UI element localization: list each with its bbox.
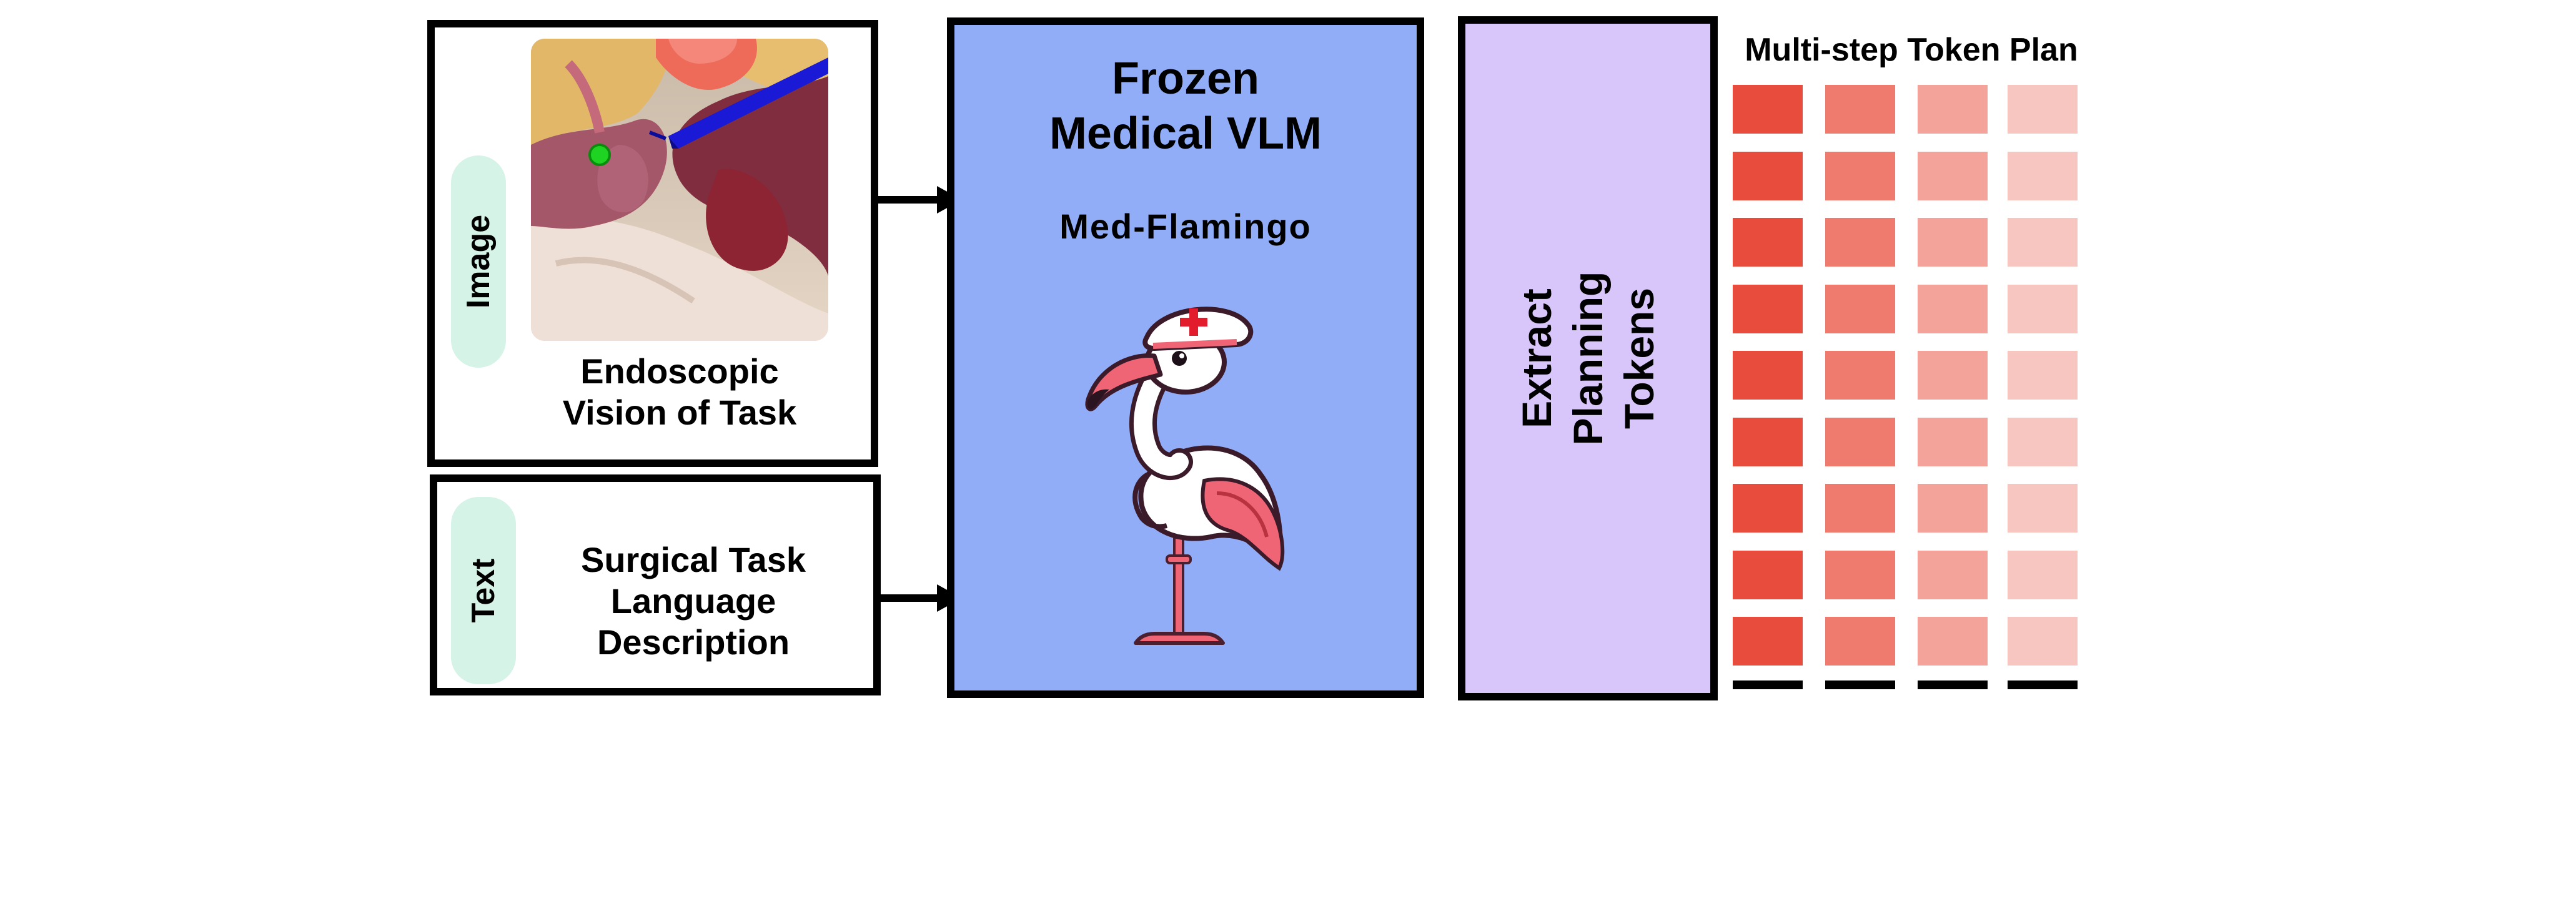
token-cell <box>1918 285 1988 333</box>
token-cell <box>1825 551 1895 599</box>
vlm-title-line-1: Frozen <box>1111 54 1259 104</box>
token-cell <box>1918 551 1988 599</box>
extract-tokens-label: Extract Planning Tokens <box>1511 272 1665 446</box>
extract-line-2: Planning <box>1565 271 1611 446</box>
token-cell <box>1733 285 1803 333</box>
text-tag-label: Text <box>465 558 502 623</box>
token-cell <box>2008 484 2078 533</box>
token-cell <box>1825 484 1895 533</box>
token-cell <box>1918 617 1988 666</box>
token-cell <box>1733 218 1803 267</box>
token-cell <box>2008 551 2078 599</box>
token-continuation-dash <box>2008 680 2078 689</box>
token-cell <box>1733 418 1803 466</box>
token-cell <box>2008 85 2078 134</box>
token-cell <box>1733 617 1803 666</box>
token-cell <box>1825 418 1895 466</box>
token-cell <box>1733 551 1803 599</box>
token-continuation-dash <box>1825 680 1895 689</box>
image-caption: Endoscopic Vision of Task <box>531 351 828 433</box>
token-cell <box>2008 152 2078 200</box>
token-plan-title: Multi-step Token Plan <box>1745 32 2078 68</box>
token-cell <box>1825 85 1895 134</box>
text-caption: Surgical Task Language Description <box>531 539 856 663</box>
image-tag-label: Image <box>460 214 497 309</box>
token-continuation-dash <box>1733 680 1803 689</box>
endoscopic-image <box>531 39 828 341</box>
image-input-box: Image <box>427 20 878 467</box>
image-caption-line-1: Endoscopic <box>580 351 779 391</box>
token-cell <box>1733 351 1803 400</box>
token-cell <box>1918 484 1988 533</box>
text-caption-line-3: Description <box>597 622 790 662</box>
extract-line-3: Tokens <box>1616 287 1662 430</box>
vlm-model-name: Med-Flamingo <box>1059 207 1312 246</box>
token-cell <box>1733 85 1803 134</box>
extract-tokens-box: Extract Planning Tokens <box>1458 16 1718 700</box>
image-tag: Image <box>451 155 506 368</box>
token-cell <box>1918 418 1988 466</box>
vlm-title-line-2: Medical VLM <box>1049 109 1322 159</box>
token-cell <box>1825 617 1895 666</box>
token-cell <box>2008 351 2078 400</box>
token-cell <box>1733 152 1803 200</box>
token-continuation-dash <box>1918 680 1988 689</box>
vlm-box: Frozen Medical VLM Med-Flamingo <box>947 17 1424 698</box>
text-caption-line-1: Surgical Task <box>580 540 806 579</box>
token-cell <box>1825 285 1895 333</box>
text-caption-line-2: Language <box>610 581 776 621</box>
extract-line-1: Extract <box>1513 288 1560 428</box>
token-cell <box>2008 285 2078 333</box>
token-cell <box>1918 218 1988 267</box>
token-cell <box>2008 617 2078 666</box>
token-cell <box>1733 484 1803 533</box>
image-caption-line-2: Vision of Task <box>562 393 797 432</box>
token-cell <box>1918 152 1988 200</box>
token-cell <box>2008 218 2078 267</box>
token-cell <box>2008 418 2078 466</box>
token-cell <box>1825 152 1895 200</box>
token-cell <box>1918 351 1988 400</box>
token-cell <box>1825 218 1895 267</box>
token-cell <box>1918 85 1988 134</box>
text-input-box: Text Surgical Task Language Description <box>430 474 881 695</box>
token-cell <box>1825 351 1895 400</box>
vlm-title: Frozen Medical VLM <box>954 51 1417 161</box>
nurse-flamingo-icon <box>1085 307 1285 645</box>
text-tag: Text <box>451 497 516 684</box>
